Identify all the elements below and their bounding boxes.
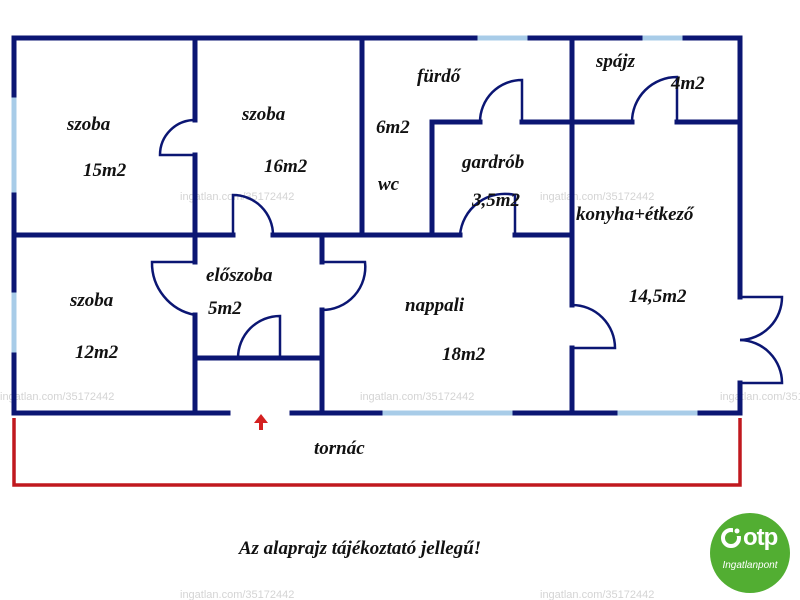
walls: [11, 35, 743, 416]
room-area-nappali: 18m2: [442, 344, 486, 365]
door: [158, 118, 196, 157]
door: [739, 338, 784, 385]
room-area-eloszoba: 5m2: [208, 298, 242, 319]
entrance-arrow-icon: [254, 414, 268, 430]
doors: [150, 75, 784, 385]
room-area-konyha: 14,5m2: [629, 286, 687, 307]
disclaimer-note: Az alaprajz tájékoztató jellegű!: [238, 538, 482, 559]
watermark: ingatlan.com/35172442: [540, 589, 654, 600]
watermark: ingatlan.com/35172442: [180, 589, 294, 600]
otp-ingatlanpont-logo: otp Ingatlanpont: [710, 513, 790, 593]
room-area-szoba-2: 16m2: [264, 156, 308, 177]
room-name-gardrob: gardrób: [461, 152, 524, 173]
watermark: ingatlan.com/35172442: [720, 391, 800, 403]
door: [150, 260, 196, 317]
room-area-gardrob: 3,5m2: [471, 190, 521, 211]
door: [739, 295, 784, 342]
room-area-szoba-1: 15m2: [83, 160, 127, 181]
watermark: ingatlan.com/35172442: [0, 391, 114, 403]
door: [478, 78, 524, 123]
room-area-szoba-3: 12m2: [75, 342, 119, 363]
room-labels: szoba 15m2 szoba 16m2 fürdő 6m2 wc gardr…: [66, 51, 705, 459]
room-name-eloszoba: előszoba: [206, 265, 273, 286]
door: [231, 193, 275, 236]
room-name-szoba-3: szoba: [69, 290, 114, 311]
terrace-outline: [12, 418, 742, 487]
logo-brand: otp: [743, 524, 778, 551]
watermark-group: ingatlan.com/35172442 ingatlan.com/35172…: [0, 191, 800, 600]
room-name-szoba-1: szoba: [66, 114, 111, 135]
door: [321, 260, 367, 312]
watermark: ingatlan.com/35172442: [360, 391, 474, 403]
door: [458, 192, 517, 236]
room-name-szoba-2: szoba: [241, 104, 286, 125]
watermark: ingatlan.com/35172442: [540, 191, 654, 203]
windows: [11, 35, 700, 416]
room-name-furdo: fürdő: [417, 66, 462, 87]
room-name-nappali: nappali: [405, 295, 465, 316]
room-name-tornac: tornác: [314, 438, 365, 459]
watermark: ingatlan.com/35172442: [180, 191, 294, 203]
room-area-furdo: 6m2: [376, 117, 410, 138]
door: [236, 314, 282, 359]
room-name-spajz: spájz: [595, 51, 636, 72]
room-area-spajz: 4m2: [670, 73, 705, 94]
room-name-konyha: konyha+étkező: [576, 204, 695, 225]
logo-sub: Ingatlanpont: [722, 560, 778, 571]
door: [630, 75, 679, 123]
door: [571, 303, 617, 350]
otp-logo-mark-icon: [721, 527, 742, 548]
room-name-wc: wc: [378, 174, 400, 195]
